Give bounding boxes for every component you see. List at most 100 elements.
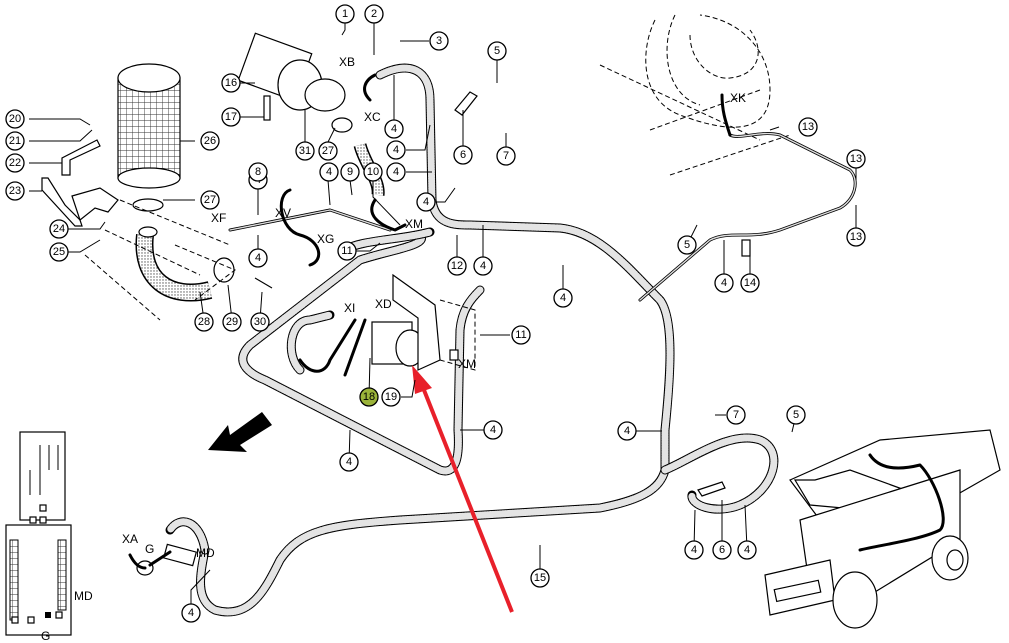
callout-13[interactable]: 13	[846, 149, 866, 169]
svg-text:5: 5	[684, 239, 690, 251]
svg-text:4: 4	[391, 123, 397, 135]
svg-text:5: 5	[793, 409, 799, 421]
callout-20[interactable]: 20	[5, 109, 25, 129]
callout-23[interactable]: 23	[5, 181, 25, 201]
callout-3[interactable]: 3	[429, 31, 449, 51]
connector-labels: XB XC XF XV XG XM XI XD XM XK XA G MD MD…	[41, 55, 746, 643]
callout-18-highlighted[interactable]: 18	[359, 387, 379, 407]
callout-22[interactable]: 22	[5, 153, 25, 173]
svg-text:4: 4	[188, 607, 194, 619]
connector-label-g: G	[145, 542, 154, 556]
callout-11[interactable]: 11	[337, 241, 357, 261]
callout-4[interactable]: 4	[553, 288, 573, 308]
callout-4[interactable]: 4	[319, 162, 339, 182]
svg-text:4: 4	[326, 166, 332, 178]
callout-28[interactable]: 28	[194, 312, 214, 332]
svg-text:4: 4	[744, 544, 750, 556]
callout-16[interactable]: 16	[221, 73, 241, 93]
callout-6[interactable]: 6	[453, 145, 473, 165]
callout-6[interactable]: 6	[712, 540, 732, 560]
callout-4[interactable]: 4	[386, 162, 406, 182]
svg-text:14: 14	[744, 277, 756, 289]
callout-29[interactable]: 29	[222, 312, 242, 332]
bracket-22	[61, 139, 101, 176]
callout-24[interactable]: 24	[49, 219, 69, 239]
main-harness	[165, 63, 779, 617]
callout-2[interactable]: 2	[364, 4, 384, 24]
connector-label-xg: XG	[317, 232, 334, 246]
sensor-29	[213, 257, 235, 283]
connector-label-g: G	[41, 629, 50, 643]
svg-text:13: 13	[850, 153, 862, 165]
callout-4[interactable]: 4	[473, 256, 493, 276]
connector-label-xa: XA	[122, 532, 138, 546]
callout-4[interactable]: 4	[483, 420, 503, 440]
callout-9[interactable]: 9	[340, 162, 360, 182]
callout-27[interactable]: 27	[318, 141, 338, 161]
callout-7[interactable]: 7	[726, 405, 746, 425]
air-filter-element	[117, 63, 181, 189]
plug-assembly	[128, 543, 198, 576]
callout-1[interactable]: 1	[335, 4, 355, 24]
callout-13[interactable]: 13	[846, 227, 866, 247]
callout-12[interactable]: 12	[447, 256, 467, 276]
callout-4[interactable]: 4	[737, 540, 757, 560]
red-pointer-arrow	[412, 365, 514, 613]
callout-17[interactable]: 17	[221, 107, 241, 127]
callout-4[interactable]: 4	[181, 603, 201, 623]
bracket-6-bottom	[697, 481, 726, 497]
callout-4[interactable]: 4	[714, 273, 734, 293]
callout-11[interactable]: 11	[511, 325, 531, 345]
callout-7[interactable]: 7	[496, 146, 516, 166]
svg-text:4: 4	[490, 424, 496, 436]
clamp-27-left	[132, 198, 164, 212]
callout-4[interactable]: 4	[384, 119, 404, 139]
callout-5[interactable]: 5	[487, 41, 507, 61]
svg-text:25: 25	[53, 246, 65, 258]
svg-text:8: 8	[255, 166, 261, 178]
bolt-30	[254, 277, 273, 289]
callout-4[interactable]: 4	[617, 421, 637, 441]
svg-text:4: 4	[624, 425, 630, 437]
svg-text:11: 11	[515, 329, 526, 341]
direction-arrow-icon	[208, 412, 272, 452]
svg-text:13: 13	[802, 121, 814, 133]
callout-4[interactable]: 4	[339, 452, 359, 472]
callout-27[interactable]: 27	[200, 190, 220, 210]
svg-text:20: 20	[9, 113, 21, 125]
callout-10[interactable]: 10	[363, 162, 383, 182]
svg-text:17: 17	[225, 111, 237, 123]
bracket-23	[41, 177, 119, 227]
callout-5[interactable]: 5	[786, 405, 806, 425]
control-module	[5, 431, 72, 636]
svg-text:6: 6	[719, 544, 725, 556]
callout-14[interactable]: 14	[740, 273, 760, 293]
callout-4[interactable]: 4	[684, 540, 704, 560]
callout-15[interactable]: 15	[530, 568, 550, 588]
svg-text:22: 22	[9, 157, 21, 169]
dashed-box-11	[439, 299, 476, 371]
callout-19[interactable]: 19	[381, 387, 401, 407]
callout-13[interactable]: 13	[798, 117, 818, 137]
callout-4[interactable]: 4	[386, 140, 406, 160]
svg-text:23: 23	[9, 185, 21, 197]
svg-text:4: 4	[691, 544, 697, 556]
svg-text:11: 11	[341, 245, 352, 257]
callout-4[interactable]: 4	[416, 192, 436, 212]
callouts: 1 2 3 4 4 4 4 4 4 4 4 4 4 4 4 4 4 4 4 5 …	[5, 4, 866, 623]
callout-26[interactable]: 26	[200, 131, 220, 151]
svg-text:3: 3	[436, 35, 442, 47]
svg-text:6: 6	[460, 149, 466, 161]
svg-text:7: 7	[503, 150, 509, 162]
dashed-mounting-lines	[84, 199, 236, 321]
connector-label-md: MD	[196, 546, 215, 560]
connector-label-xi: XI	[344, 301, 355, 315]
callout-30[interactable]: 30	[250, 312, 270, 332]
callout-25[interactable]: 25	[49, 242, 69, 262]
callout-8[interactable]: 8	[248, 162, 268, 182]
callout-31[interactable]: 31	[295, 141, 315, 161]
callout-5[interactable]: 5	[677, 235, 697, 255]
callout-21[interactable]: 21	[5, 131, 25, 151]
callout-4[interactable]: 4	[248, 248, 268, 268]
svg-text:2: 2	[371, 8, 377, 20]
